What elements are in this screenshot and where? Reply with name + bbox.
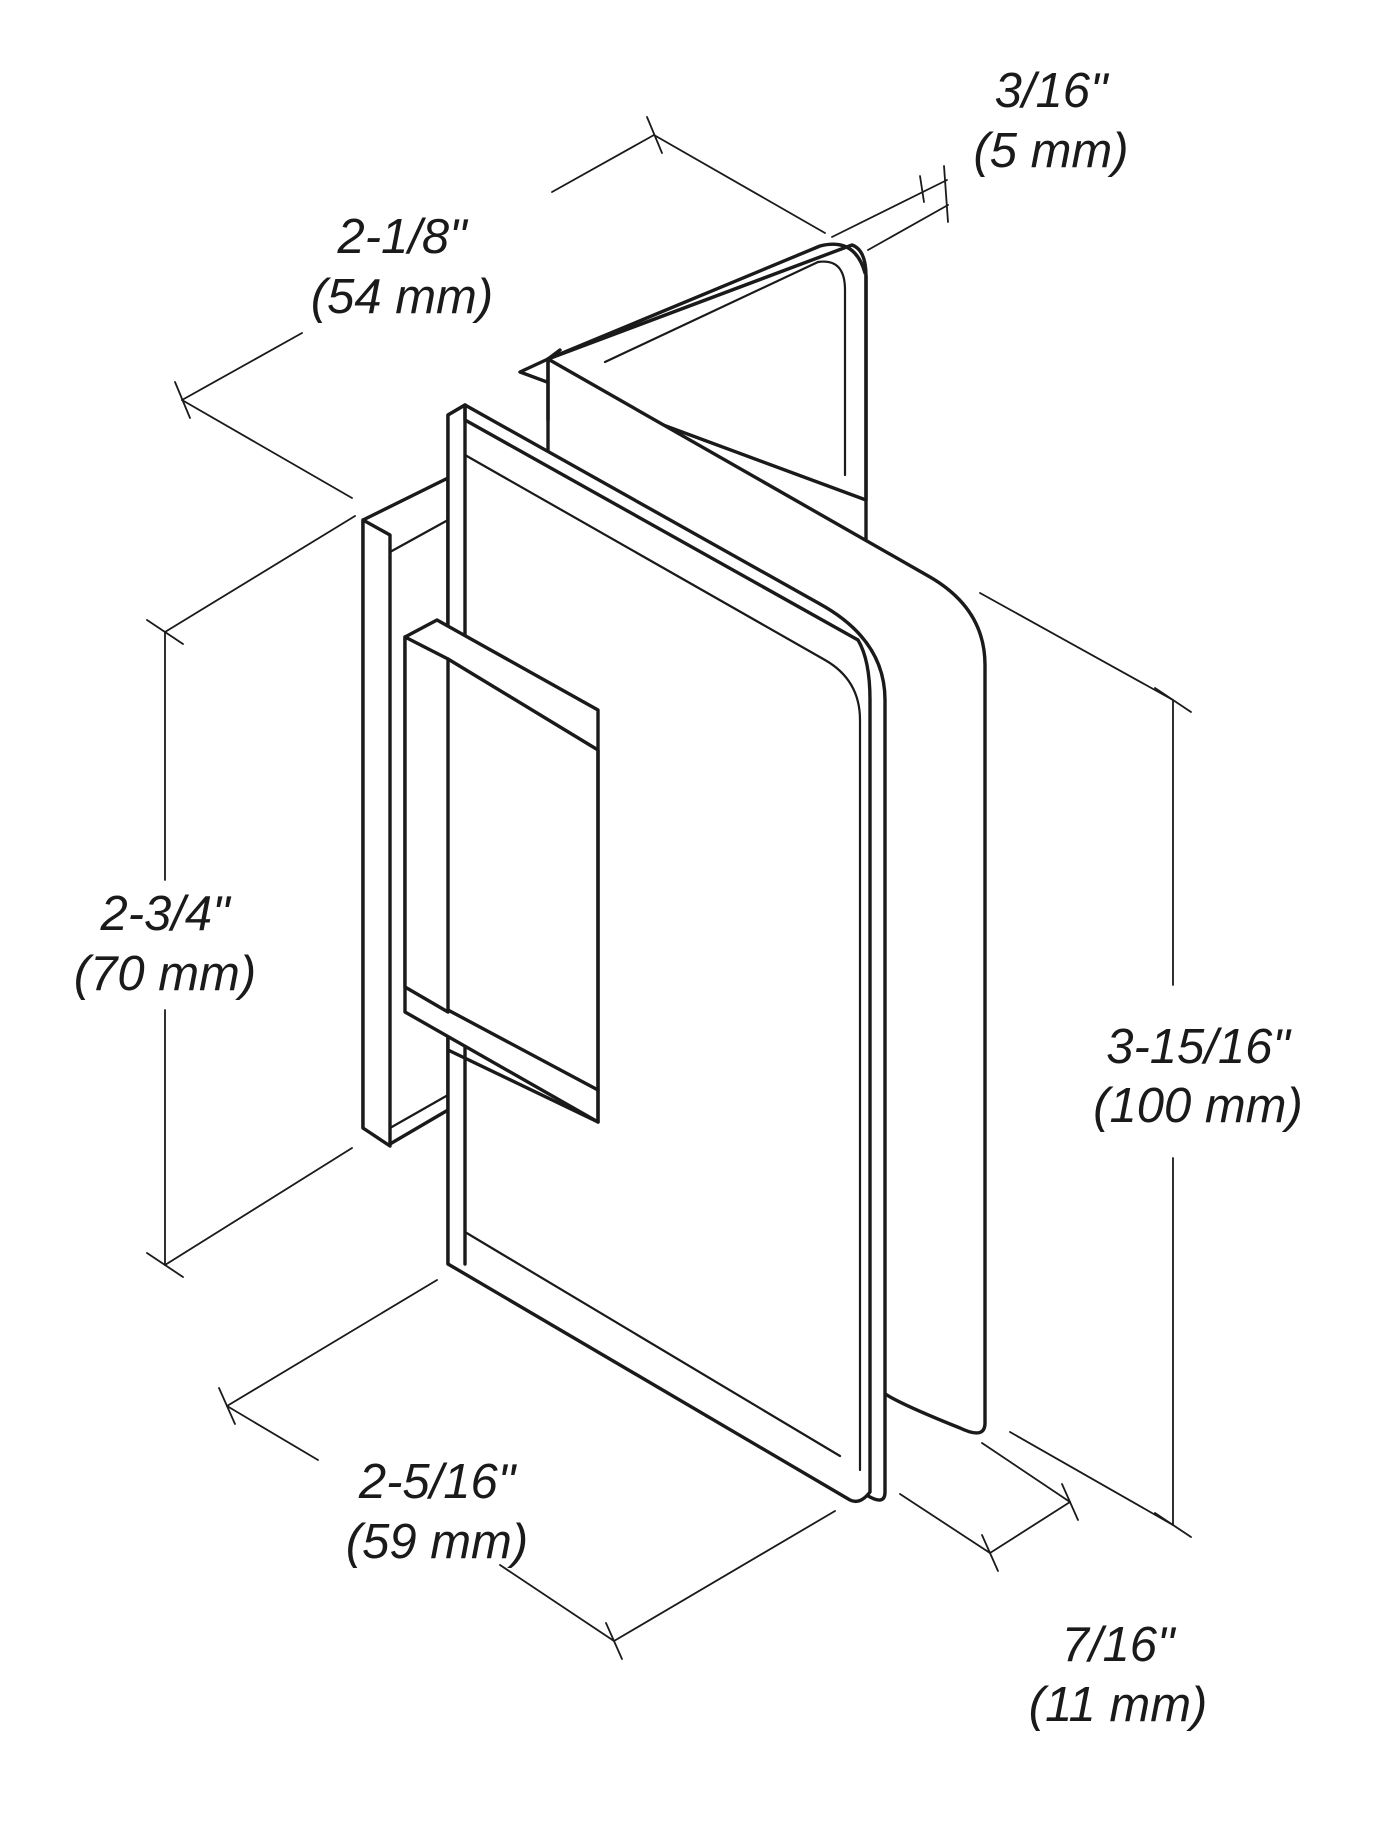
dim-top-width-lines bbox=[174, 116, 826, 499]
label-bottom-width-metric: (59 mm) bbox=[346, 1515, 528, 1569]
dim-bottom-width-lines bbox=[218, 1279, 836, 1660]
hinge-knuckle bbox=[403, 618, 600, 1124]
label-right-height-metric: (100 mm) bbox=[1093, 1079, 1303, 1133]
label-top-width-metric: (54 mm) bbox=[311, 270, 493, 324]
label-bottom-depth-metric: (11 mm) bbox=[1029, 1678, 1208, 1732]
dimension-labels: 3/16" (5 mm) 2-1/8" (54 mm) 2-3/4" (70 m… bbox=[74, 64, 1303, 1732]
label-bottom-depth-imperial: 7/16" bbox=[1062, 1618, 1177, 1672]
front-plate bbox=[446, 403, 887, 1504]
dim-left-height-lines bbox=[146, 515, 356, 1278]
hinge-body bbox=[361, 242, 987, 1504]
label-left-height-metric: (70 mm) bbox=[74, 947, 256, 1001]
dim-top-thickness-lines bbox=[831, 165, 949, 251]
dim-bottom-depth-lines bbox=[899, 1442, 1079, 1572]
label-bottom-width-imperial: 2-5/16" bbox=[358, 1455, 518, 1509]
dim-right-height-lines bbox=[979, 592, 1192, 1538]
dimension-lines bbox=[146, 116, 1192, 1660]
label-left-height-imperial: 2-3/4" bbox=[99, 887, 232, 941]
label-top-thickness-metric: (5 mm) bbox=[973, 124, 1128, 178]
label-top-thickness-imperial: 3/16" bbox=[995, 64, 1110, 118]
label-top-width-imperial: 2-1/8" bbox=[336, 210, 469, 264]
label-right-height-imperial: 3-15/16" bbox=[1106, 1020, 1292, 1074]
